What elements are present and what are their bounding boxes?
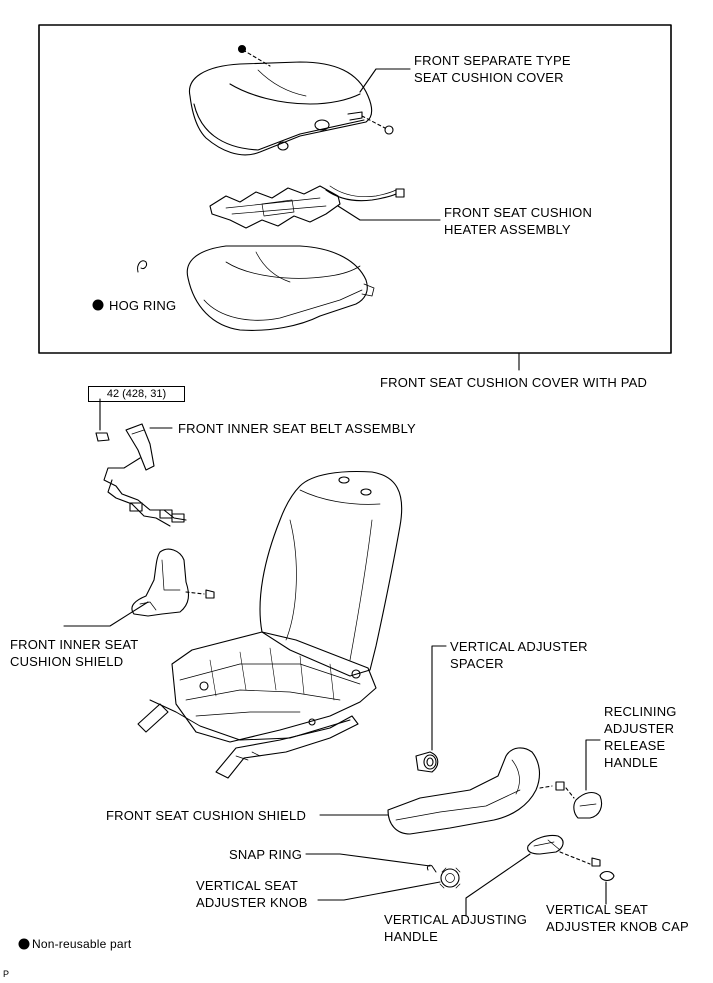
legend-label: Non-reusable part: [32, 937, 132, 951]
cover-group-frame: [38, 24, 672, 354]
seat-back-part: [259, 471, 403, 677]
label-knob-cap: VERTICAL SEAT ADJUSTER KNOB CAP: [546, 902, 689, 934]
knob-cap-part: [599, 870, 615, 882]
label-inner-shield: FRONT INNER SEAT CUSHION SHIELD: [10, 637, 139, 669]
adjuster-spacer-part: [415, 751, 439, 773]
leader-adjuster-knob: [317, 881, 441, 901]
label-cushion-shield: FRONT SEAT CUSHION SHIELD: [106, 808, 307, 823]
label-adjuster-spacer: VERTICAL ADJUSTER SPACER: [450, 639, 588, 671]
leader-cushion-cover: [359, 68, 411, 93]
adjusting-handle-part: [527, 834, 601, 867]
label-cover-with-pad: FRONT SEAT CUSHION COVER WITH PAD: [380, 375, 648, 390]
heater-part: [209, 185, 405, 229]
label-cushion-cover: FRONT SEPARATE TYPE SEAT CUSHION COVER: [414, 53, 571, 85]
label-snap-ring: SNAP RING: [229, 847, 303, 862]
cushion-cover-part: [188, 44, 394, 156]
hog-ring-part: [137, 260, 147, 273]
cushion-shield-part: [387, 747, 565, 835]
seat-frame-part: [137, 631, 377, 779]
hog-ring-nonreusable-dot: [92, 299, 104, 311]
label-heater: FRONT SEAT CUSHION HEATER ASSEMBLY: [444, 205, 593, 237]
leader-adjuster-spacer: [431, 645, 447, 751]
cushion-pad-part: [186, 245, 375, 331]
bolt-part: [95, 432, 110, 442]
legend-dot: [18, 938, 30, 950]
label-inner-belt: FRONT INNER SEAT BELT ASSEMBLY: [178, 421, 416, 436]
label-hog-ring: HOG RING: [109, 298, 177, 313]
label-adjuster-knob: VERTICAL SEAT ADJUSTER KNOB: [196, 878, 308, 910]
label-adjusting-handle: VERTICAL ADJUSTING HANDLE: [384, 912, 528, 944]
corner-mark: P: [3, 969, 10, 979]
adjuster-knob-part: [439, 867, 461, 889]
leader-adjusting-handle: [465, 853, 531, 917]
label-reclining-handle: RECLINING ADJUSTER RELEASE HANDLE: [604, 704, 677, 770]
leader-reclining-handle: [585, 739, 601, 791]
torque-spec-box: 42 (428, 31): [88, 386, 185, 402]
leader-inner-shield: [63, 601, 149, 627]
inner-shield-part: [131, 548, 215, 617]
leader-heater: [337, 205, 441, 221]
leader-snap-ring: [305, 853, 431, 867]
inner-belt-part: [103, 423, 187, 527]
reclining-handle-part: [565, 787, 603, 819]
